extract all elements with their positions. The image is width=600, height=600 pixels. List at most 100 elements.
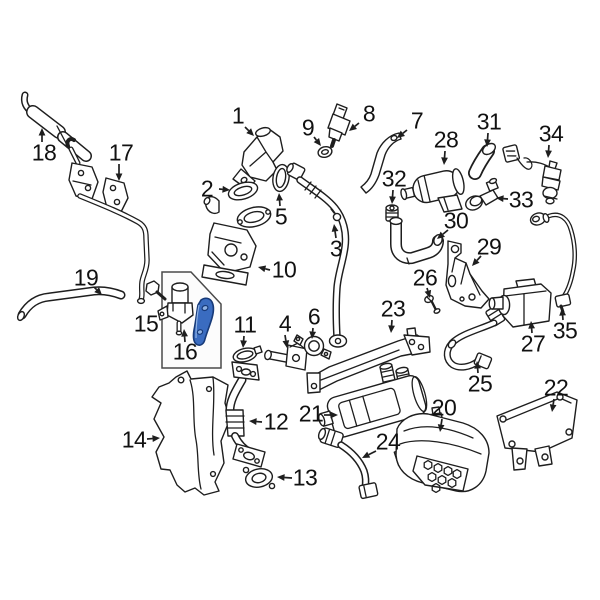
part-28-canister: [400, 168, 465, 213]
callout-16[interactable]: 16: [172, 338, 198, 365]
callout-11[interactable]: 11: [233, 311, 257, 338]
callout-17[interactable]: 17: [108, 139, 134, 166]
callout-arrow-35: [559, 308, 567, 321]
part-20-carbon-canister: [393, 406, 490, 494]
part-2-gasket: [227, 181, 259, 201]
part-7-bracket: [360, 132, 402, 194]
callout-arrow-33: [496, 195, 509, 203]
callout-23[interactable]: 23: [380, 295, 406, 322]
callout-arrow-2: [218, 185, 230, 193]
part-16-valve: [157, 282, 194, 336]
callout-arrow-29: [472, 255, 482, 266]
callout-arrow-13: [277, 474, 293, 481]
callout-9[interactable]: 9: [301, 114, 315, 141]
callout-arrow-23: [388, 319, 395, 333]
callout-arrow-19: [93, 286, 102, 295]
callout-26[interactable]: 26: [412, 264, 438, 291]
part-27-pump: [488, 278, 552, 328]
callout-arrow-27: [528, 321, 536, 334]
part-4-fitting: [264, 342, 308, 371]
part-10-egr-tube: [201, 196, 272, 286]
callout-arrow-14: [146, 435, 160, 442]
callout-30[interactable]: 30: [443, 207, 469, 234]
callout-arrow-26: [424, 287, 432, 298]
callout-arrow-25: [474, 361, 482, 374]
callout-arrow-9: [313, 136, 321, 146]
callout-arrow-11: [240, 335, 248, 348]
callout-13[interactable]: 13: [292, 464, 318, 491]
callout-arrow-6: [309, 327, 317, 339]
part-11-clamp: [232, 345, 263, 363]
callout-arrow-8: [349, 122, 360, 131]
callout-arrow-32: [389, 189, 396, 204]
callout-arrow-3: [331, 224, 339, 239]
part-12-egr-pipe: [225, 361, 266, 468]
callout-2[interactable]: 2: [200, 175, 214, 202]
part-21-canister: [318, 362, 428, 438]
callout-24[interactable]: 24: [375, 428, 401, 455]
callout-5[interactable]: 5: [274, 203, 288, 230]
callout-4[interactable]: 4: [278, 310, 292, 337]
callout-arrow-22: [549, 398, 557, 412]
callout-6[interactable]: 6: [307, 303, 321, 330]
callout-21[interactable]: 21: [298, 400, 324, 427]
callout-arrow-1: [244, 126, 254, 136]
part-26-bolt: [424, 294, 441, 314]
callout-32[interactable]: 32: [381, 165, 407, 192]
part-24-hose: [317, 427, 379, 500]
part-18-hose: [20, 91, 92, 162]
part-6-gasket: [293, 334, 332, 360]
callout-arrow-24: [362, 450, 377, 458]
callout-35[interactable]: 35: [552, 317, 578, 344]
part-5-gasket: [272, 163, 290, 193]
part-19-hose: [16, 286, 126, 322]
callout-arrow-17: [115, 164, 123, 181]
callout-arrow-34: [545, 144, 552, 158]
callout-29[interactable]: 29: [476, 233, 502, 260]
callout-arrow-4: [282, 334, 290, 348]
part-3-tube: [286, 162, 350, 348]
callout-14[interactable]: 14: [121, 426, 147, 453]
part-29-bracket: [445, 240, 490, 309]
part-8-sensor: [327, 103, 351, 148]
callout-arrows: [38, 122, 567, 481]
part-15-bolt: [145, 280, 167, 301]
callout-7[interactable]: 7: [410, 107, 424, 134]
callout-arrow-18: [38, 128, 46, 142]
callout-arrow-20: [437, 418, 445, 432]
callout-20[interactable]: 20: [431, 394, 457, 421]
callout-25[interactable]: 25: [467, 370, 493, 397]
callout-arrow-21: [324, 411, 338, 419]
callout-arrow-12: [249, 418, 263, 425]
part-34-oxygen-sensor: [502, 144, 562, 205]
callout-22[interactable]: 22: [543, 374, 569, 401]
part-22-bracket-plate: [496, 391, 578, 471]
callout-15[interactable]: 15: [133, 310, 159, 337]
part-31-elbow-hose: [468, 142, 497, 180]
callout-arrow-5: [276, 193, 283, 207]
callout-18[interactable]: 18: [31, 139, 57, 166]
callout-8[interactable]: 8: [362, 100, 376, 127]
callout-1[interactable]: 1: [231, 102, 245, 129]
part-14-heat-shield: [151, 370, 231, 496]
callout-arrow-16: [181, 329, 188, 343]
callout-3[interactable]: 3: [329, 235, 343, 262]
part-16-highlighted-bracket[interactable]: [192, 297, 215, 346]
callout-arrow-28: [441, 150, 448, 165]
callout-arrow-30: [437, 229, 449, 239]
callout-10[interactable]: 10: [271, 256, 297, 283]
callout-33[interactable]: 33: [508, 186, 534, 213]
callout-34[interactable]: 34: [538, 120, 564, 147]
callout-19[interactable]: 19: [73, 264, 99, 291]
part-9-seal: [317, 145, 333, 159]
part-13-gasket: [242, 466, 276, 490]
callout-31[interactable]: 31: [476, 108, 502, 135]
part-30-pipe: [389, 216, 444, 265]
callout-27[interactable]: 27: [520, 330, 546, 357]
callout-28[interactable]: 28: [433, 126, 459, 153]
callout-12[interactable]: 12: [263, 408, 289, 435]
part-25-hose: [443, 305, 506, 371]
